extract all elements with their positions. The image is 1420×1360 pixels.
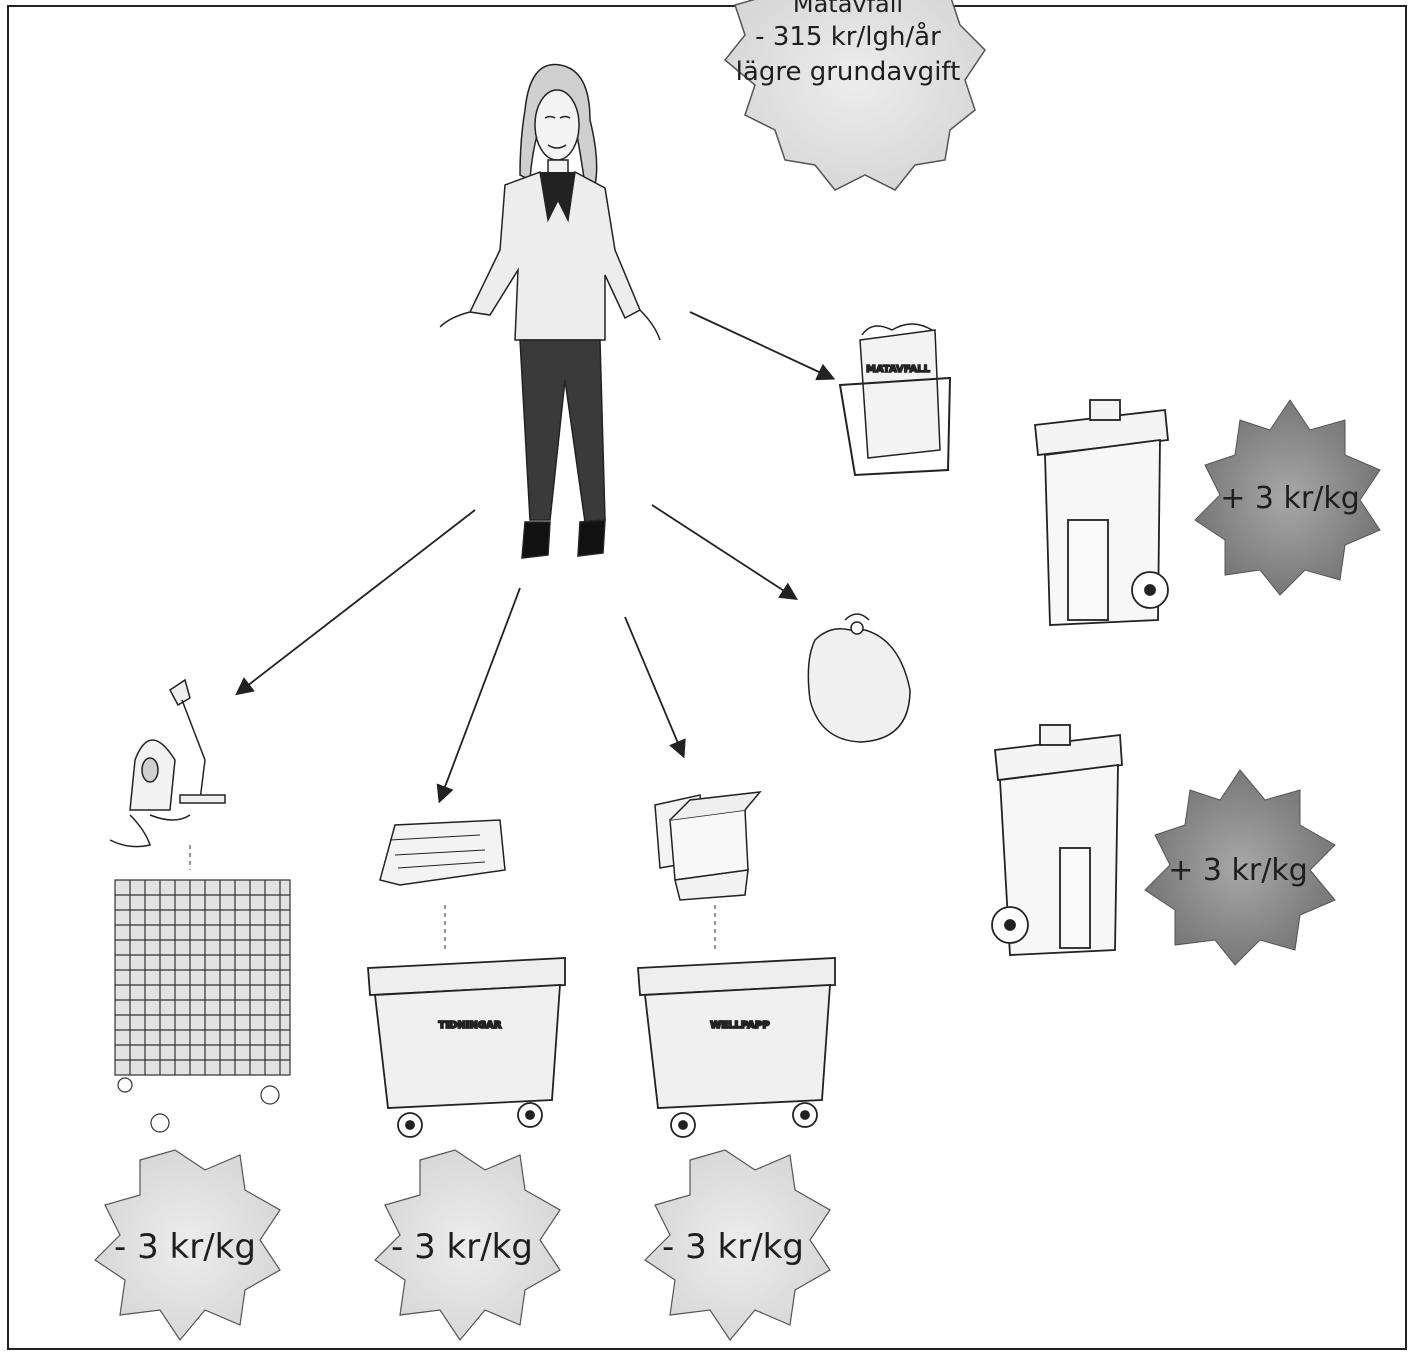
top-burst-line3: lägre grundavgift [736, 57, 961, 87]
right-burst-1: + 3 kr/kg [1195, 400, 1380, 595]
container-cardboard-label: WELLPAPP [710, 1020, 769, 1031]
electronics-items [110, 680, 225, 847]
wire-cage [115, 880, 290, 1132]
garbage-bag [808, 614, 910, 742]
bottom-burst-3-label: - 3 kr/kg [662, 1227, 804, 1267]
top-burst: Matavfall - 315 kr/lgh/år lägre grundavg… [725, 0, 985, 190]
right-burst-2: + 3 kr/kg [1145, 770, 1335, 965]
top-burst-line1: Matavfall [793, 0, 903, 18]
wheelie-bin-bottom [992, 725, 1122, 955]
bottom-burst-1-label: - 3 kr/kg [114, 1227, 256, 1267]
woman-figure [440, 65, 660, 558]
bottom-burst-3: - 3 kr/kg [645, 1150, 830, 1340]
right-burst-2-label: + 3 kr/kg [1168, 853, 1308, 888]
container-newspapers: TIDNINGAR [368, 958, 565, 1137]
bottom-burst-2-label: - 3 kr/kg [391, 1227, 533, 1267]
container-cardboard: WELLPAPP [638, 958, 835, 1137]
newspapers [380, 820, 505, 885]
bottom-burst-2: - 3 kr/kg [375, 1150, 560, 1340]
food-bin-label: MATAVFALL [866, 364, 931, 375]
right-burst-1-label: + 3 kr/kg [1220, 481, 1360, 516]
container-newspapers-label: TIDNINGAR [439, 1020, 502, 1031]
cardboard-boxes [655, 792, 760, 900]
bottom-burst-1: - 3 kr/kg [95, 1150, 280, 1340]
food-waste-bag: MATAVFALL [840, 324, 950, 475]
wheelie-bin-top [1035, 400, 1168, 625]
top-burst-line2: - 315 kr/lgh/år [755, 21, 941, 52]
